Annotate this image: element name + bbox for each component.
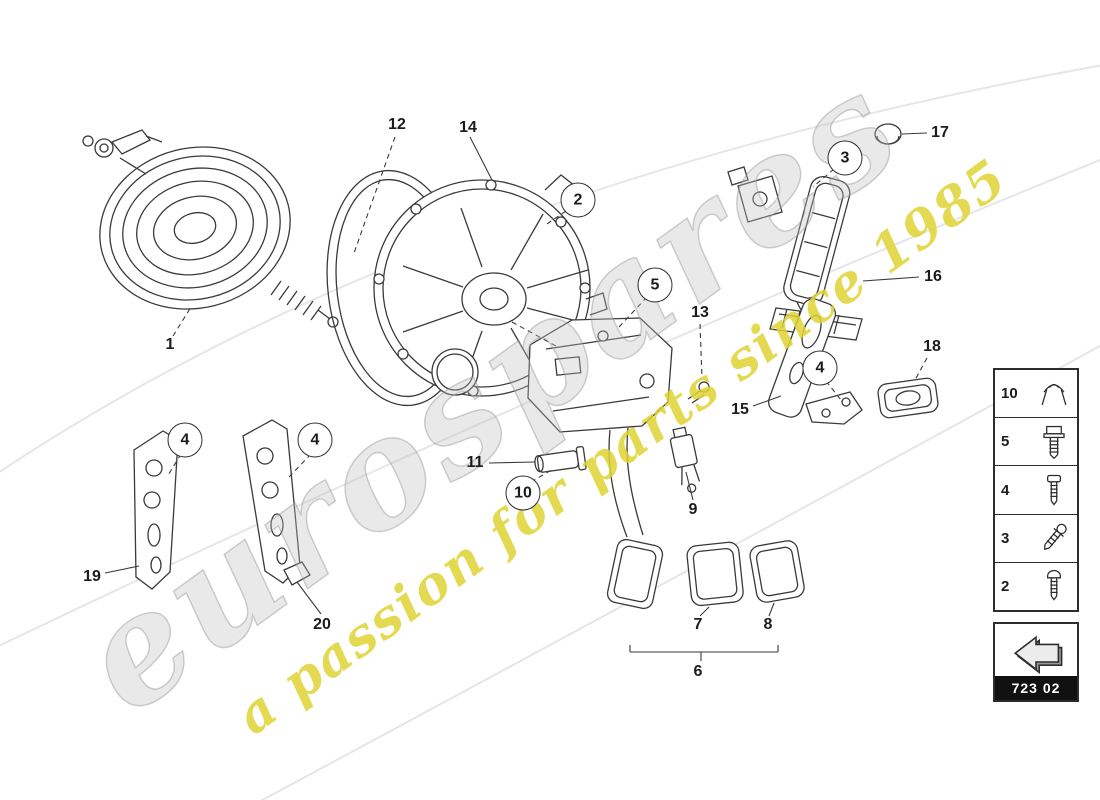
callout-part-11[interactable]: 11 xyxy=(466,454,484,471)
callout-part-18[interactable]: 18 xyxy=(923,338,941,355)
legend-number: 3 xyxy=(1001,529,1010,547)
legend-number: 10 xyxy=(1001,385,1018,403)
part-code-label: 723 02 xyxy=(995,676,1077,700)
callout-part-3[interactable]: 3 xyxy=(827,140,863,176)
callout-part-1[interactable]: 1 xyxy=(165,336,175,353)
callout-part-12[interactable]: 12 xyxy=(388,116,406,133)
callout-part-8[interactable]: 8 xyxy=(763,616,773,633)
clevis-pin xyxy=(534,445,587,473)
spring-clip-icon xyxy=(1037,374,1071,414)
legend-number: 5 xyxy=(1001,433,1010,451)
callout-part-4c[interactable]: 4 xyxy=(802,350,838,386)
callout-part-9[interactable]: 9 xyxy=(688,501,698,518)
pan-head-screw-icon xyxy=(1037,566,1071,606)
callout-part-14[interactable]: 14 xyxy=(459,119,477,136)
callout-part-4b[interactable]: 4 xyxy=(297,422,333,458)
legend-number: 2 xyxy=(1001,577,1010,595)
brake-light-switch xyxy=(669,426,701,493)
callout-part-4a[interactable]: 4 xyxy=(167,422,203,458)
pedal-rubber-7 xyxy=(686,541,744,607)
legend-row-2[interactable]: 2 xyxy=(995,563,1077,610)
pedal-rubber-8 xyxy=(749,540,805,603)
bracket-20 xyxy=(242,419,311,586)
callout-part-6[interactable]: 6 xyxy=(693,663,703,680)
callout-part-17[interactable]: 17 xyxy=(931,124,949,141)
legend-row-3[interactable]: 3 xyxy=(995,515,1077,563)
bracket-19 xyxy=(133,430,179,590)
support-bracket-15 xyxy=(767,298,863,425)
legend-row-5[interactable]: 5 xyxy=(995,418,1077,467)
nav-arrow-icon xyxy=(995,624,1077,676)
callout-part-15[interactable]: 15 xyxy=(731,401,749,418)
callout-part-20[interactable]: 20 xyxy=(313,616,331,633)
callout-part-19[interactable]: 19 xyxy=(83,568,101,585)
legend-row-10[interactable]: 10 xyxy=(995,370,1077,419)
fastener-legend: 10 5 4 xyxy=(993,368,1079,612)
callout-part-10[interactable]: 10 xyxy=(505,475,541,511)
callout-part-2[interactable]: 2 xyxy=(560,182,596,218)
accelerator-pedal xyxy=(727,166,863,341)
washer-screw-icon xyxy=(1037,518,1071,558)
rubber-buffer-18 xyxy=(877,377,939,419)
socket-screw-icon xyxy=(1037,470,1071,510)
callout-part-5[interactable]: 5 xyxy=(637,267,673,303)
pedal-box-assembly xyxy=(527,317,673,610)
part-code-box[interactable]: 723 02 xyxy=(993,622,1079,702)
legend-row-4[interactable]: 4 xyxy=(995,466,1077,515)
hex-flange-bolt-icon xyxy=(1037,422,1071,462)
callout-part-16[interactable]: 16 xyxy=(924,268,942,285)
callout-part-7[interactable]: 7 xyxy=(693,616,703,633)
callout-part-13[interactable]: 13 xyxy=(691,304,709,321)
bolt-13 xyxy=(687,381,710,404)
brake-servo xyxy=(82,129,339,328)
cap-17 xyxy=(874,123,902,145)
legend-number: 4 xyxy=(1001,481,1010,499)
